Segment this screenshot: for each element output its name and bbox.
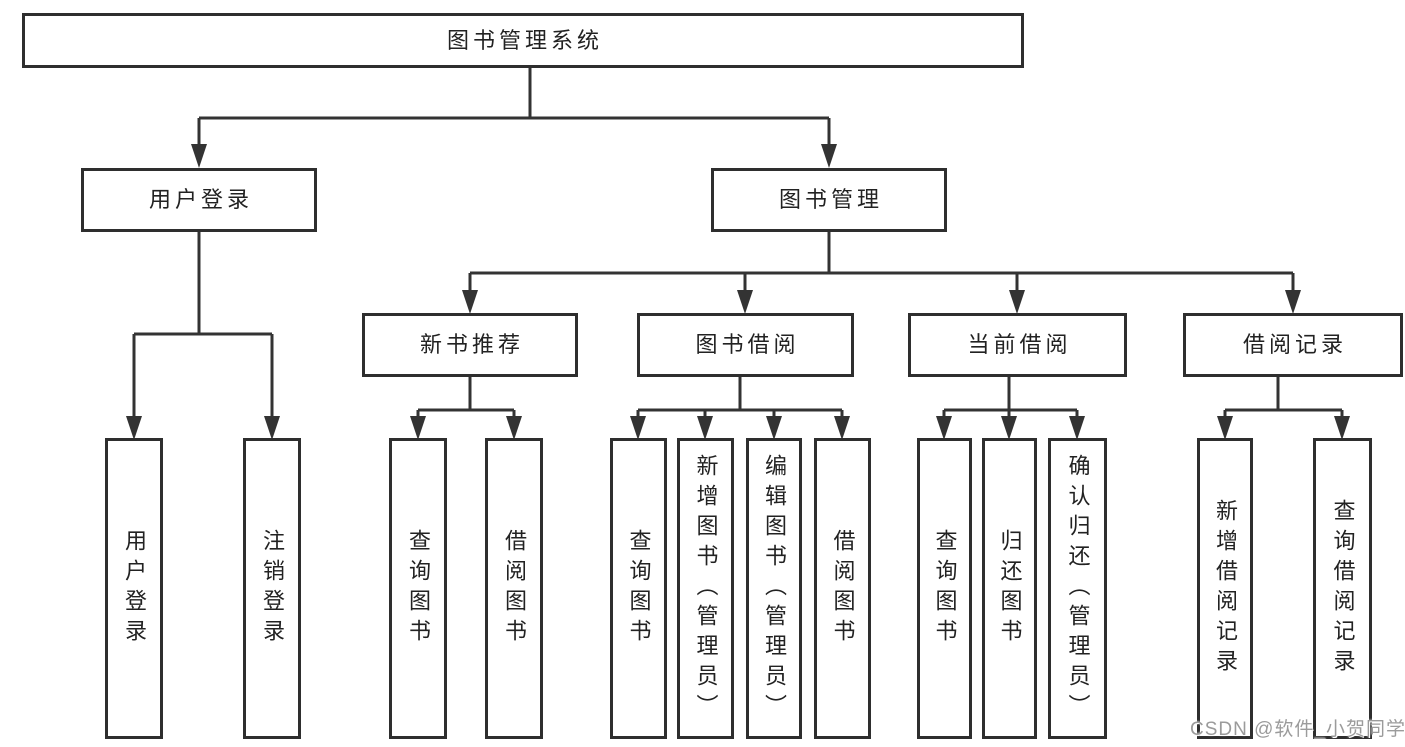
leaf-query-books-borrow-label: 查询图书: [626, 528, 652, 649]
leaf-confirm-return-admin: 确认归还（管理员）: [1048, 438, 1107, 739]
leaf-user-login: 用户登录: [105, 438, 163, 739]
node-new-book-recommend: 新书推荐: [362, 313, 578, 377]
node-new-book-recommend-label: 新书推荐: [419, 332, 524, 357]
leaf-query-books-borrow: 查询图书: [610, 438, 667, 739]
leaf-add-borrow-record-label: 新增借阅记录: [1213, 498, 1238, 679]
leaf-logout: 注销登录: [243, 438, 301, 739]
node-root: 图书管理系统: [22, 13, 1024, 68]
leaf-borrow-books-recommend-label: 借阅图书: [502, 528, 527, 649]
leaf-edit-books-admin: 编辑图书（管理员）: [746, 438, 802, 739]
leaf-return-books-label: 归还图书: [997, 528, 1023, 649]
node-book-borrow: 图书借阅: [637, 313, 854, 377]
node-book-management: 图书管理: [711, 168, 947, 232]
connector-new-book-children: [416, 377, 516, 422]
node-user-login-label: 用户登录: [148, 187, 253, 212]
leaf-borrow-books-recommend: 借阅图书: [485, 438, 543, 739]
leaf-query-borrow-record: 查询借阅记录: [1313, 438, 1372, 739]
node-current-borrow: 当前借阅: [908, 313, 1127, 377]
node-root-label: 图书管理系统: [446, 27, 603, 53]
connector-root-to-level2: [197, 68, 831, 150]
connector-borrow-records-children: [1223, 377, 1344, 422]
node-current-borrow-label: 当前借阅: [967, 332, 1072, 357]
leaf-query-books-recommend-label: 查询图书: [406, 528, 431, 649]
leaf-query-books-current: 查询图书: [917, 438, 972, 739]
node-book-management-label: 图书管理: [778, 187, 883, 212]
connector-book-borrow-children: [636, 377, 844, 422]
node-book-borrow-label: 图书借阅: [695, 332, 800, 357]
node-user-login: 用户登录: [81, 168, 317, 232]
leaf-user-login-label: 用户登录: [122, 528, 147, 649]
leaf-logout-label: 注销登录: [260, 528, 285, 649]
leaf-add-books-admin-label: 新增图书（管理员）: [693, 453, 719, 724]
leaf-confirm-return-admin-label: 确认归还（管理员）: [1065, 453, 1091, 724]
leaf-edit-books-admin-label: 编辑图书（管理员）: [762, 453, 787, 724]
leaf-query-books-recommend: 查询图书: [389, 438, 447, 739]
leaf-borrow-books: 借阅图书: [814, 438, 871, 739]
connector-user-login-children: [132, 232, 274, 420]
leaf-query-borrow-record-label: 查询借阅记录: [1330, 498, 1356, 679]
arrowheads: [126, 144, 1350, 440]
node-borrow-records: 借阅记录: [1183, 313, 1403, 377]
leaf-query-books-current-label: 查询图书: [932, 528, 958, 649]
connector-book-mgmt-children: [468, 232, 1295, 295]
leaf-add-books-admin: 新增图书（管理员）: [677, 438, 734, 739]
node-borrow-records-label: 借阅记录: [1242, 332, 1347, 357]
watermark: CSDN @软件_小贺同学: [1190, 719, 1405, 740]
leaf-return-books: 归还图书: [982, 438, 1037, 739]
leaf-borrow-books-label: 借阅图书: [830, 528, 856, 649]
leaf-add-borrow-record: 新增借阅记录: [1197, 438, 1253, 739]
connector-current-borrow-children: [942, 377, 1079, 422]
